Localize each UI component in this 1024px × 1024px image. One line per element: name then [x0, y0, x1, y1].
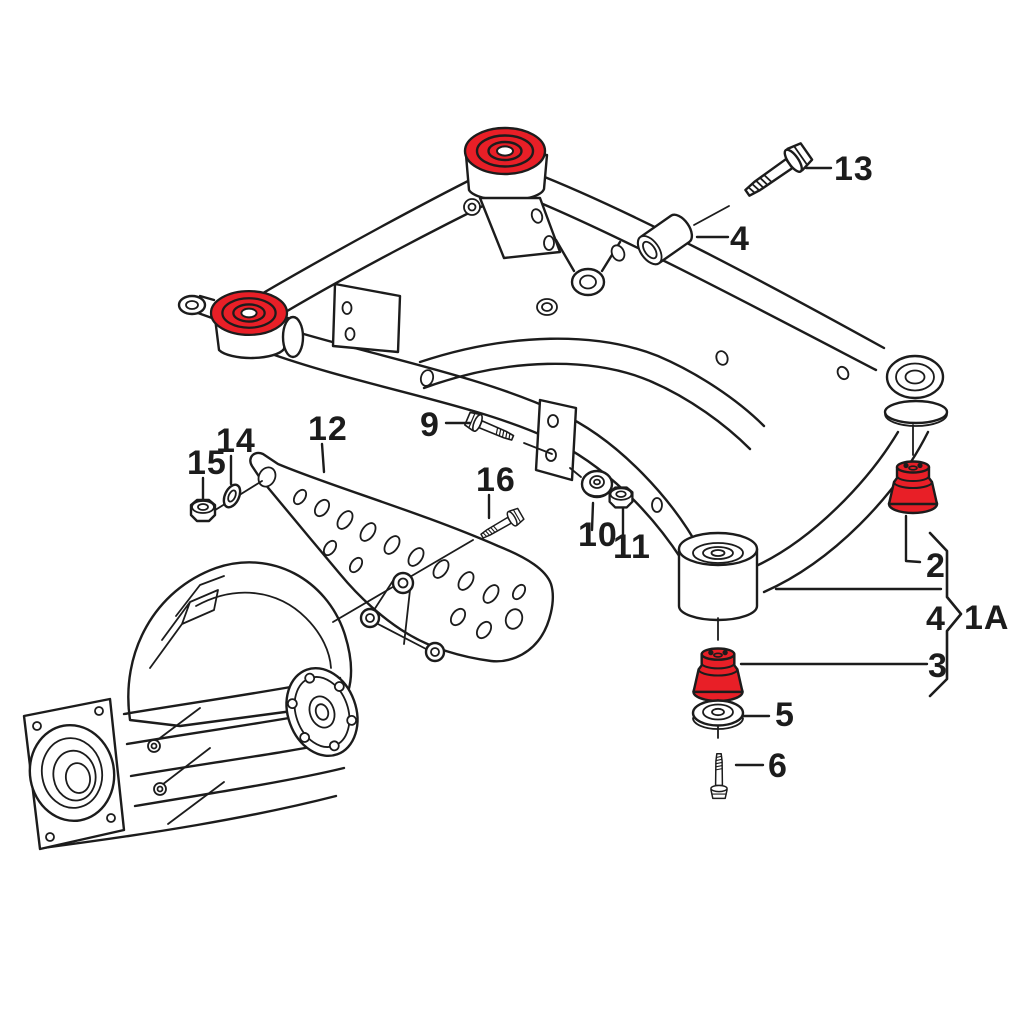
callout-14: 14	[216, 422, 256, 460]
callout-1a: 1A	[964, 599, 1009, 637]
leader-10	[590, 501, 595, 532]
left-mount-plate	[331, 282, 402, 354]
plate-web-holes	[292, 488, 527, 640]
bracket-hole	[543, 235, 555, 251]
subframe-rail-right	[754, 430, 900, 568]
bolt-6	[710, 753, 728, 800]
leader-12	[320, 442, 326, 474]
right-bushing-mount	[883, 354, 949, 427]
callout-5: 5	[775, 696, 795, 734]
center-bushing-eye-hole	[579, 274, 597, 290]
insertion-axis-10	[569, 467, 582, 478]
flange-bolt-hole	[106, 813, 116, 823]
clamp-hole	[545, 448, 557, 462]
rear-subframe	[256, 170, 949, 622]
washer-14	[222, 483, 242, 509]
callout-16: 16	[476, 461, 516, 499]
diff-dome-ribs	[149, 575, 225, 669]
bottom-bushing-housing	[677, 531, 759, 622]
leader-2	[904, 514, 922, 564]
callout-13: 13	[834, 150, 874, 188]
subframe-rail-lower-left-inner	[264, 350, 684, 562]
leader-lines	[201, 166, 963, 767]
subframe-rail-right-inner	[762, 430, 930, 594]
front-mount-bushing-top	[463, 126, 562, 260]
clamp-bracket	[534, 398, 578, 482]
front-mount-bushing-left	[177, 290, 305, 360]
diff-body-ribs	[40, 676, 349, 850]
callout-4-top: 4	[730, 220, 750, 258]
subframe-rail-upper-left	[256, 174, 480, 298]
plate-boss-eye-hole	[430, 647, 440, 657]
plate-hole	[344, 327, 356, 341]
bushing-4	[636, 213, 694, 266]
mount-ear-hole	[467, 202, 477, 212]
diff-dome-inner-arc	[195, 591, 332, 669]
center-eye-small-hole	[541, 302, 553, 312]
callout-3: 3	[928, 647, 948, 685]
callout-15: 15	[187, 444, 227, 482]
callout-9: 9	[420, 406, 440, 444]
red-bushing-3	[692, 647, 744, 703]
bracket-plate-12	[249, 451, 554, 663]
diff-rear-flange	[285, 666, 359, 758]
callout-11: 11	[613, 528, 651, 566]
differential-housing	[22, 561, 359, 851]
red-bushing-left	[209, 290, 289, 336]
assembly-brace-1a	[928, 531, 963, 698]
nut-15	[189, 498, 217, 523]
callout-10: 10	[578, 516, 618, 554]
mount-ear-hole	[185, 300, 199, 310]
callout-2: 2	[926, 547, 946, 585]
plate-tip-eye	[257, 466, 277, 488]
red-bushing-2	[887, 460, 939, 515]
flange-bolt-hole	[94, 706, 104, 716]
callout-12: 12	[308, 410, 348, 448]
subframe-rail-top-inner	[524, 195, 878, 372]
cup-lip	[281, 315, 305, 359]
diff-web-eye-hole	[150, 742, 158, 750]
diff-output-rings	[28, 723, 116, 823]
diff-web-struts	[151, 707, 225, 825]
plate-boss-eye-hole	[397, 577, 409, 589]
plate-hole	[341, 301, 353, 315]
ear-stem	[196, 294, 216, 320]
callout-6: 6	[768, 747, 788, 785]
flange-bolt-hole	[45, 832, 55, 842]
plate-boss-eye-hole	[365, 613, 375, 623]
subframe-rail-top	[530, 170, 886, 350]
bracket-hole	[530, 208, 544, 224]
subframe-crossmember-inner	[422, 362, 752, 451]
insertion-axis-13	[693, 205, 730, 226]
diff-web-eye-hole	[156, 785, 164, 793]
center-eye-straps	[554, 238, 622, 273]
washer-5	[691, 699, 745, 730]
bolt-16	[477, 506, 526, 544]
subframe-crossmember	[418, 337, 766, 428]
clamp-hole	[547, 414, 559, 428]
callout-labels: 9 13 4 12 14 15 16 10 11 2 4 1A 3 5 6	[187, 150, 1009, 785]
nut-11	[608, 486, 634, 509]
callout-4-assembly: 4	[926, 600, 946, 638]
washer-10	[580, 469, 614, 499]
bolt-13	[738, 139, 816, 205]
flange-bolt-hole	[32, 721, 42, 731]
red-bushing-top	[463, 126, 547, 176]
rail-holes	[419, 244, 850, 513]
insertion-axis-9	[523, 442, 553, 455]
